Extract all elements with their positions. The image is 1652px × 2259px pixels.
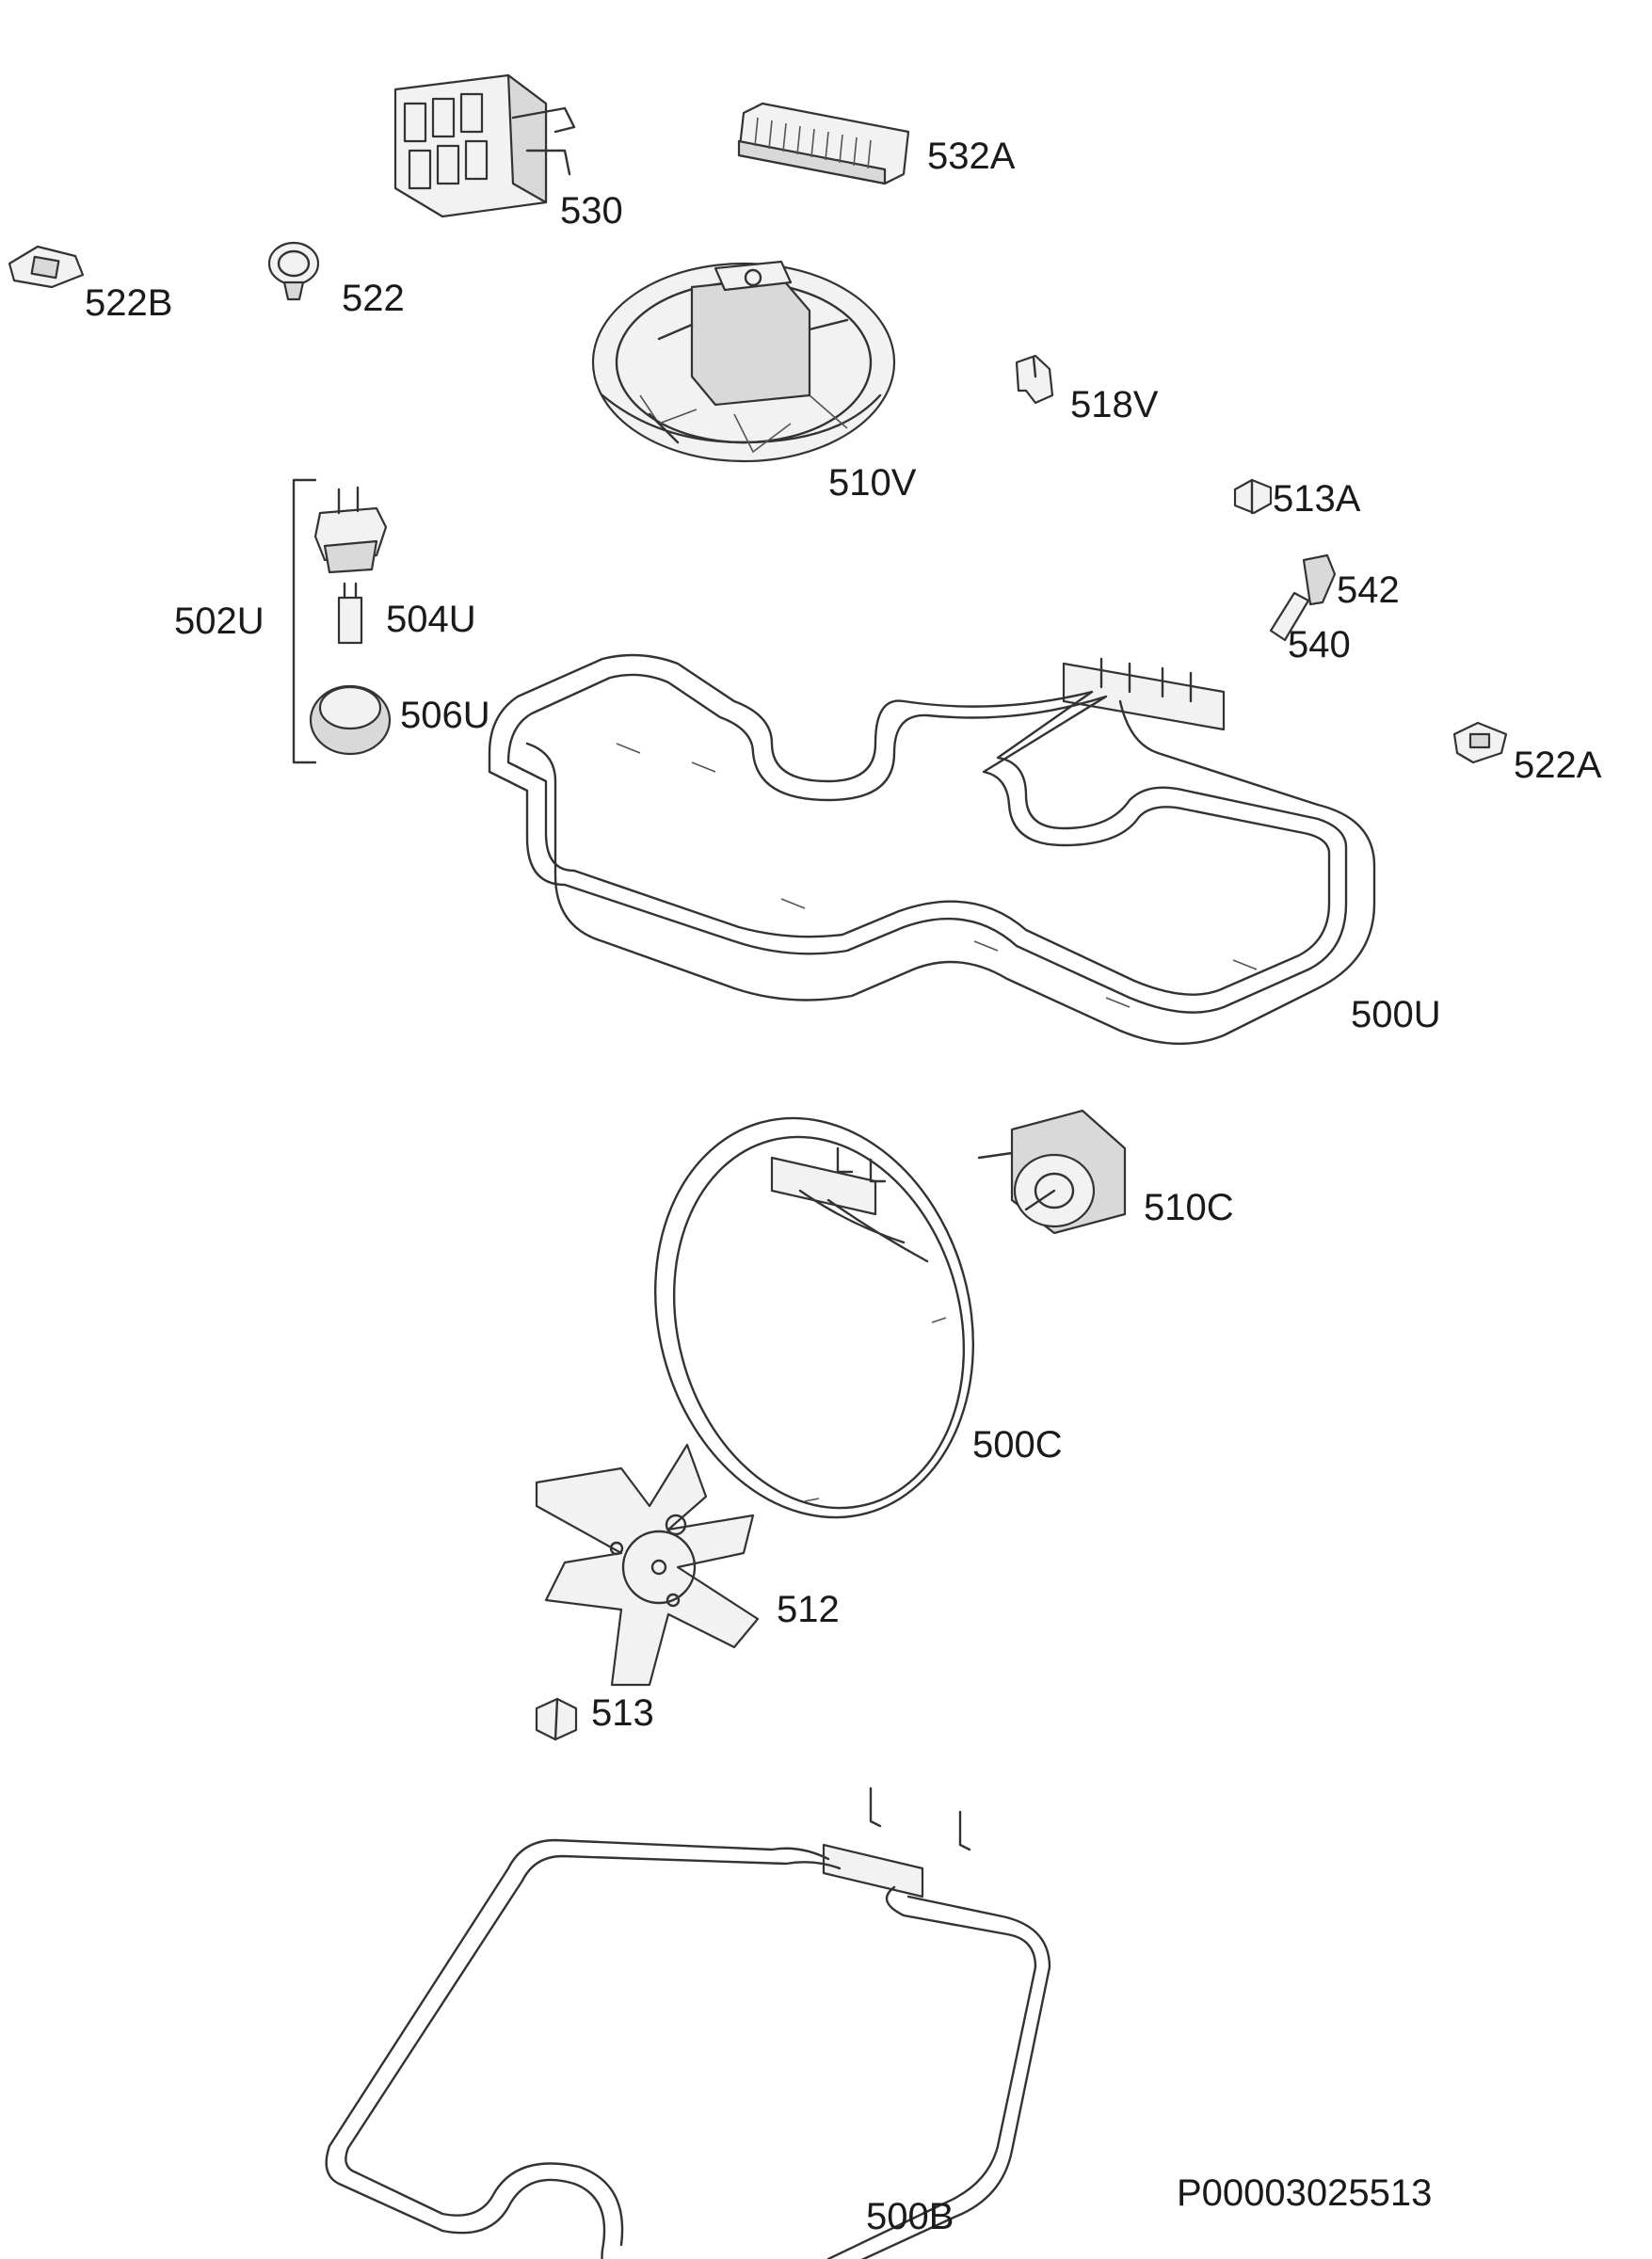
part-label-510c: 510C <box>1144 1187 1234 1228</box>
circular-heating-element-icon <box>653 1116 975 1519</box>
part-label-522b: 522B <box>85 282 173 324</box>
nut-icon <box>1233 478 1273 515</box>
bottom-heating-element-icon <box>325 1786 1051 2259</box>
connector-strip-icon <box>737 102 910 185</box>
bulb-icon <box>313 486 388 645</box>
part-label-540: 540 <box>1288 624 1351 665</box>
seal-icon <box>1269 591 1310 642</box>
cooling-fan-icon <box>591 260 896 463</box>
fan-motor-icon <box>977 1109 1127 1235</box>
fan-blade-icon <box>535 1443 760 1687</box>
part-label-522a: 522A <box>1514 745 1602 786</box>
part-label-506u: 506U <box>400 695 490 736</box>
part-label-513: 513 <box>591 1692 654 1734</box>
lamp-clip-icon <box>267 241 320 301</box>
top-heating-element-icon <box>488 653 1376 1046</box>
clip-icon <box>8 245 85 289</box>
part-label-502u: 502U <box>174 601 265 642</box>
part-label-500c: 500C <box>972 1424 1063 1466</box>
part-label-518v: 518V <box>1070 384 1159 425</box>
bracket-group-icon <box>292 478 317 764</box>
part-label-510v: 510V <box>828 462 917 504</box>
part-label-504u: 504U <box>386 599 476 640</box>
part-label-530: 530 <box>560 190 623 232</box>
terminal-block-icon <box>393 73 576 218</box>
part-label-500u: 500U <box>1351 994 1441 1035</box>
document-number: P00003025513 <box>1177 2172 1433 2214</box>
lamp-cover-icon <box>309 684 392 756</box>
insulator-icon <box>1302 553 1337 606</box>
part-label-532a: 532A <box>927 136 1016 177</box>
part-label-500b: 500B <box>866 2196 954 2237</box>
part-label-513a: 513A <box>1273 478 1361 520</box>
part-label-512: 512 <box>777 1589 840 1630</box>
part-label-522: 522 <box>342 278 405 319</box>
bracket-icon <box>1015 354 1054 405</box>
part-label-542: 542 <box>1337 569 1400 611</box>
nut-icon <box>535 1697 578 1741</box>
clip-icon <box>1452 721 1508 764</box>
